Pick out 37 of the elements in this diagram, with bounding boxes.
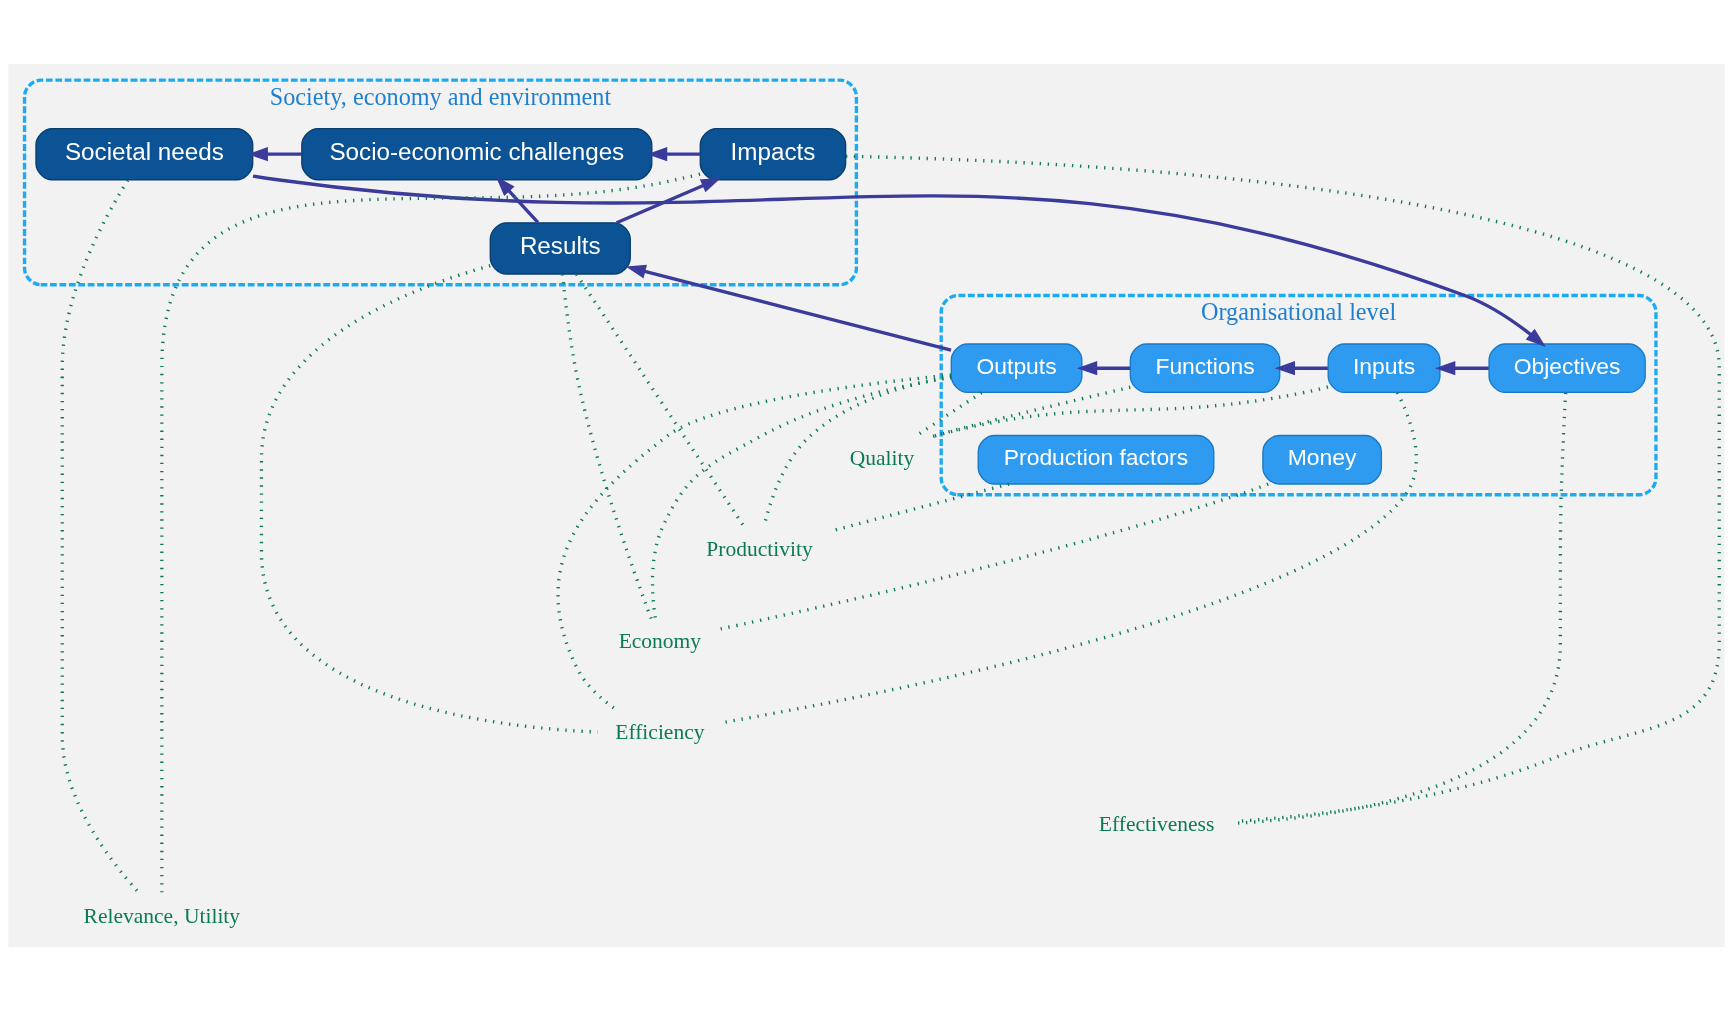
arrow [1435,360,1489,375]
connector [1237,392,1568,825]
connector [160,172,701,893]
connector [60,178,140,894]
arrow [647,146,701,161]
node-box: Results [489,221,631,275]
node-box: Production factors [977,434,1215,485]
node-text: Productivity [706,536,813,561]
arrow [625,264,952,352]
node-text: Quality [849,445,915,470]
arrow [247,146,302,161]
node-text: Economy [618,628,702,653]
connector [575,272,746,528]
arrow [615,177,722,224]
connector [719,482,1269,631]
node-box: Functions [1129,342,1281,393]
arrow [1077,360,1131,375]
node-box: Socio-economic challenges [301,127,653,180]
connector [259,263,598,734]
node-box: Impacts [699,127,847,180]
node-text: Efficiency [615,719,705,744]
connector [560,273,653,619]
connector [556,372,952,711]
connector [832,481,1010,532]
node-box: Money [1262,434,1383,485]
connector [846,154,1721,823]
node-box: Objectives [1488,342,1646,393]
node-text: Relevance, Utility [83,903,241,927]
node-box: Inputs [1327,342,1441,393]
connector [721,391,1418,724]
node-box: Societal needs [35,127,254,180]
arrow [252,173,1546,347]
arrow [1274,360,1328,375]
node-text: Effectiveness [1098,811,1215,836]
arrow [495,175,540,224]
connector [650,375,952,619]
node-box: Outputs [950,342,1083,393]
